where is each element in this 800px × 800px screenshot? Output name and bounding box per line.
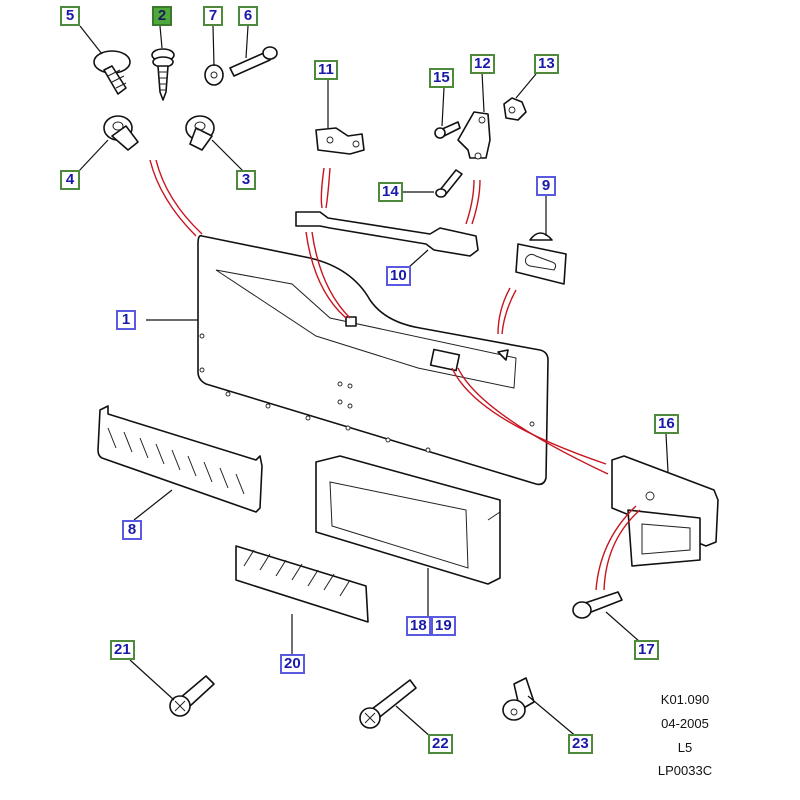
callout-17[interactable]: 17 [634, 640, 659, 660]
fixing-lines [149, 159, 641, 591]
part-12-bracket [457, 111, 491, 160]
callout-19[interactable]: 19 [431, 616, 456, 636]
callout-6[interactable]: 6 [238, 6, 258, 26]
callout-5[interactable]: 5 [60, 6, 80, 26]
callout-20[interactable]: 20 [280, 654, 305, 674]
stamp-level: L5 [677, 740, 693, 755]
callout-21[interactable]: 21 [110, 640, 135, 660]
callout-18[interactable]: 18 [406, 616, 431, 636]
callout-16[interactable]: 16 [654, 414, 679, 434]
part-16-handle-housing [611, 455, 719, 567]
callout-3[interactable]: 3 [236, 170, 256, 190]
part-18-19-pocket-frame [315, 455, 501, 585]
callout-10[interactable]: 10 [386, 266, 411, 286]
callout-4[interactable]: 4 [60, 170, 80, 190]
callout-12[interactable]: 12 [470, 54, 495, 74]
callout-11[interactable]: 11 [314, 60, 338, 80]
callout-13[interactable]: 13 [534, 54, 559, 74]
part-4-stud [103, 115, 139, 151]
part-9-clip [515, 232, 567, 285]
callout-2[interactable]: 2 [152, 6, 172, 26]
part-14-screw [435, 169, 463, 198]
part-20-pad [235, 545, 369, 623]
callout-14[interactable]: 14 [378, 182, 403, 202]
part-23-rivet [502, 677, 535, 721]
stamp-date: 04-2005 [661, 716, 709, 731]
callout-7[interactable]: 7 [203, 6, 223, 26]
stamp-code: K01.090 [660, 692, 710, 707]
callout-8[interactable]: 8 [122, 520, 142, 540]
part-17-screw [572, 591, 623, 619]
callout-1[interactable]: 1 [116, 310, 136, 330]
leader-lines [77, 25, 669, 739]
part-10-grab-handle [295, 211, 479, 257]
part-2-screw-washer [151, 48, 175, 101]
part-3-stud [185, 115, 215, 151]
part-8-armrest-pad [97, 405, 263, 513]
callout-23[interactable]: 23 [568, 734, 593, 754]
stamp-illustration-id: LP0033C [657, 763, 713, 778]
part-7-washer [204, 64, 224, 86]
part-5-trim-stud [93, 50, 131, 95]
part-13-nut [503, 97, 527, 121]
callout-9[interactable]: 9 [536, 176, 556, 196]
callout-22[interactable]: 22 [428, 734, 453, 754]
part-6-bolt [229, 46, 278, 77]
part-15-screw [434, 121, 461, 139]
part-1-door-trim-panel [197, 234, 549, 486]
callout-15[interactable]: 15 [429, 68, 454, 88]
part-21-screw [169, 675, 215, 717]
part-11-bracket [315, 127, 365, 155]
part-22-screw [359, 679, 417, 729]
